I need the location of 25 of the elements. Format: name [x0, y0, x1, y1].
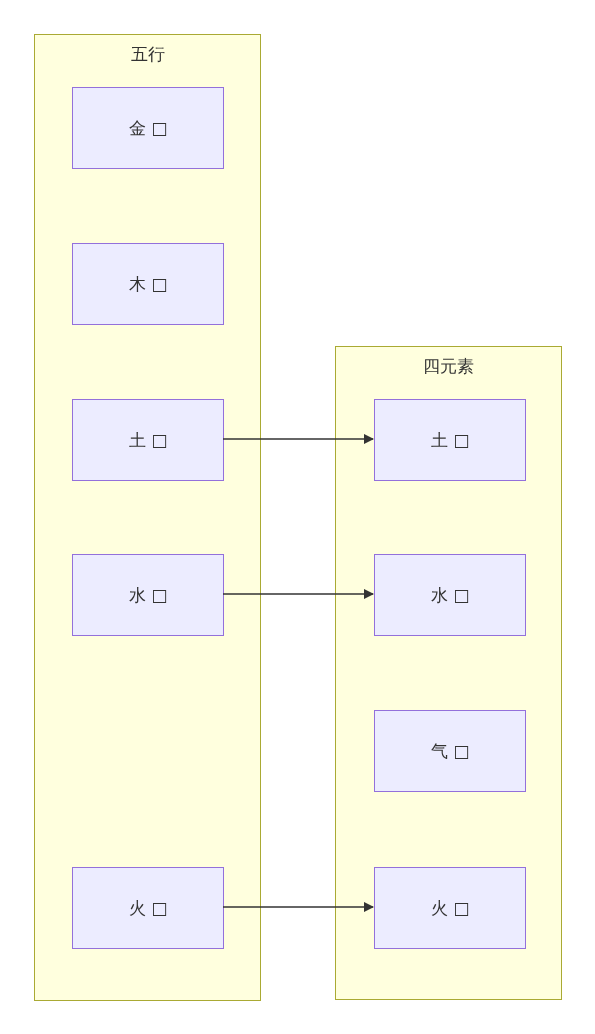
node-label: 土 □: [430, 428, 470, 452]
arrow: [222, 588, 375, 600]
process-box: [72, 399, 224, 481]
group-container: [335, 346, 562, 1000]
node-label: 火 □: [430, 896, 470, 920]
node-label: 水 □: [430, 583, 470, 607]
process-box: [374, 399, 526, 481]
process-box: [72, 867, 224, 949]
process-box: [374, 867, 526, 949]
arrow: [222, 433, 375, 445]
group-title: 四元素: [422, 355, 475, 378]
node-label: 气 □: [430, 739, 470, 763]
node-label: 土 □: [128, 428, 168, 452]
arrow: [222, 901, 375, 913]
process-box: [374, 554, 526, 636]
process-box: [72, 243, 224, 325]
node-label: 木 □: [128, 272, 168, 296]
group-title: 五行: [129, 43, 166, 66]
process-box: [72, 554, 224, 636]
node-label: 火 □: [128, 896, 168, 920]
process-box: [72, 87, 224, 169]
process-box: [374, 710, 526, 792]
node-label: 金 □: [128, 116, 168, 140]
group-container: [34, 34, 261, 1001]
node-label: 水 □: [128, 583, 168, 607]
